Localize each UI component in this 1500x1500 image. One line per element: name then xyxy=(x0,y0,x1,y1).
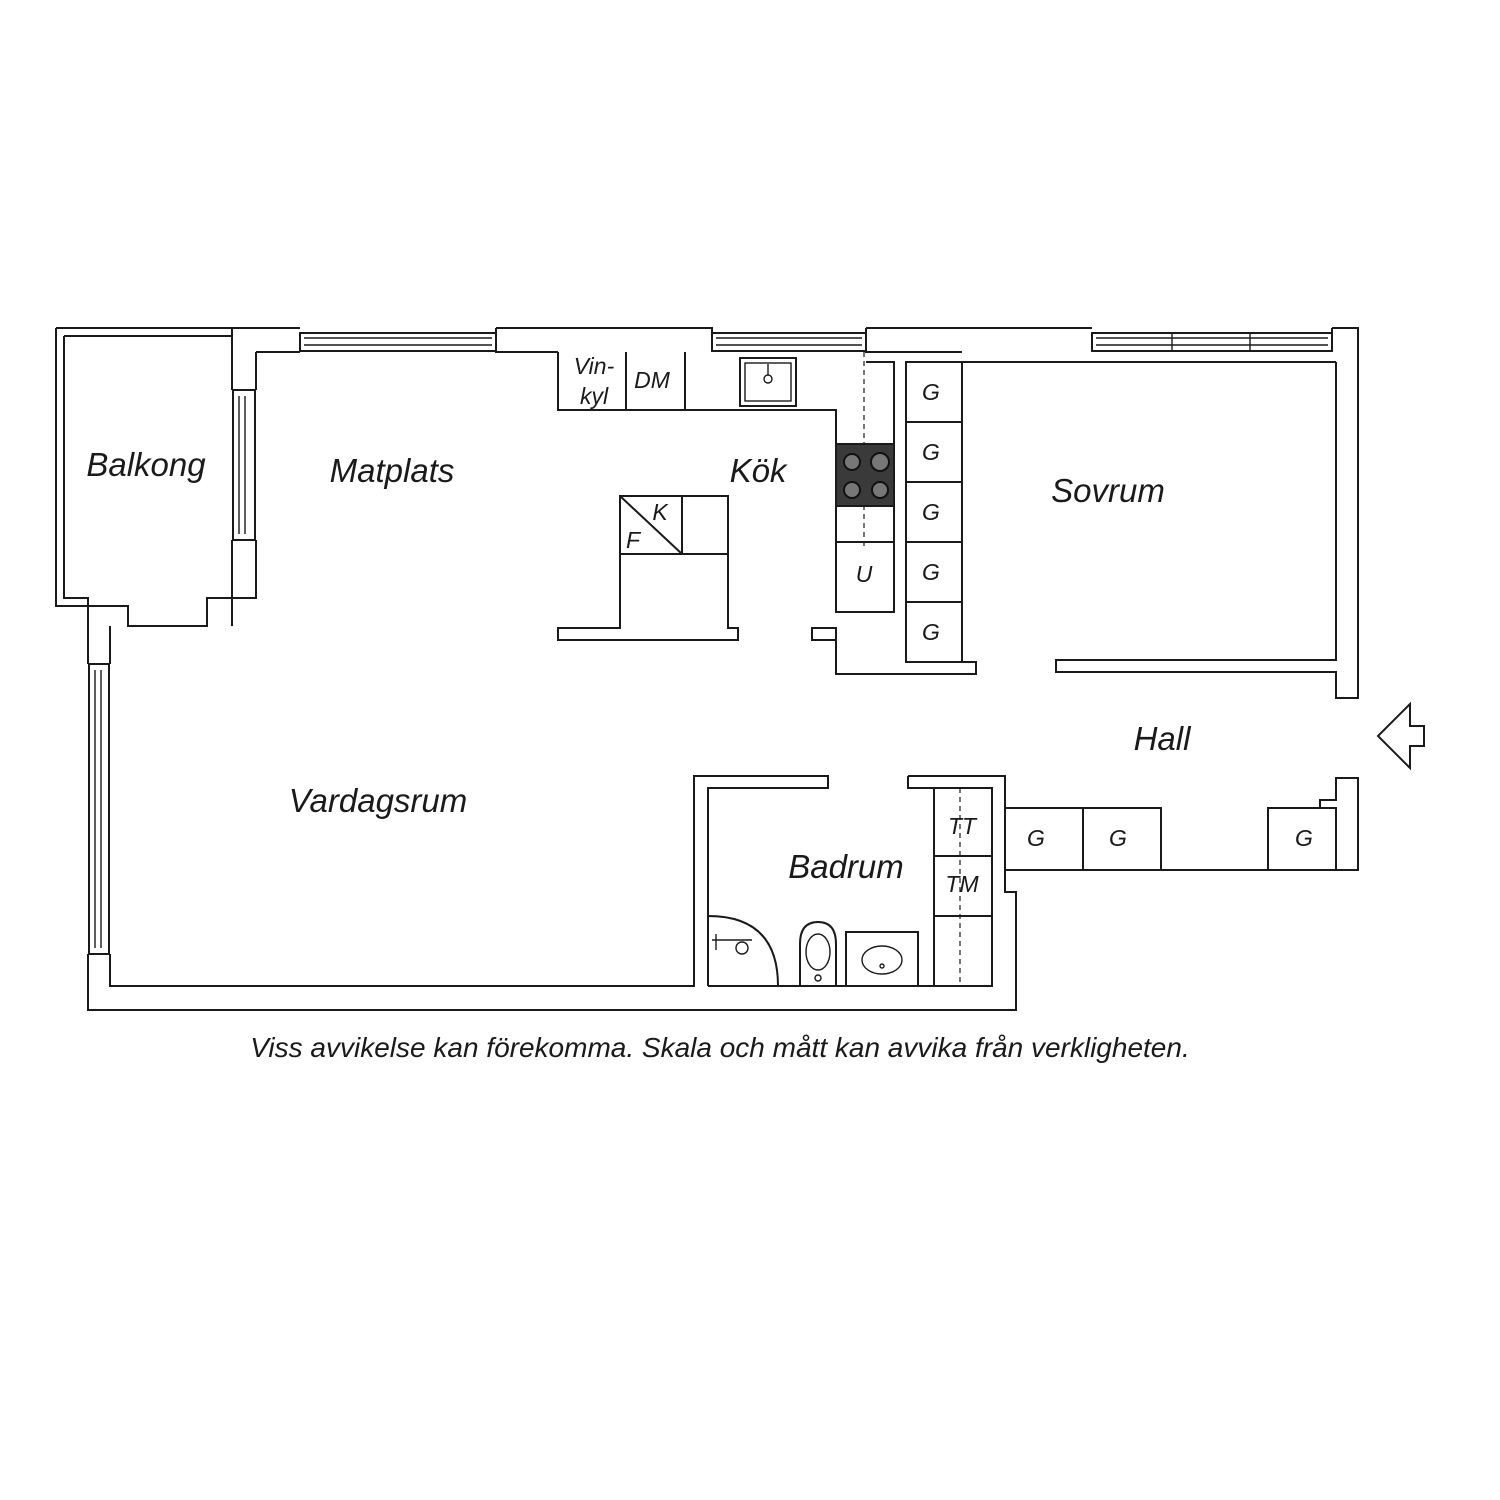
label-g: G xyxy=(922,439,940,465)
room-label-hall: Hall xyxy=(1134,720,1193,757)
label-g: G xyxy=(922,379,940,405)
laundry-column xyxy=(933,788,992,986)
label-vinkyl-1: Vin- xyxy=(574,353,615,379)
stove-icon xyxy=(835,443,895,507)
sink-icon xyxy=(739,357,797,407)
disclaimer-text: Viss avvikelse kan förekomma. Skala och … xyxy=(250,1032,1190,1063)
room-label-sovrum: Sovrum xyxy=(1051,472,1165,509)
hall-wardrobes xyxy=(1004,807,1337,871)
label-u: U xyxy=(856,561,873,587)
fridge-freezer-unit xyxy=(557,495,739,641)
label-tm: TM xyxy=(945,871,979,897)
label-g: G xyxy=(922,499,940,525)
room-label-badrum: Badrum xyxy=(788,848,904,885)
room-label-vardagsrum: Vardagsrum xyxy=(289,782,468,819)
label-vinkyl-2: kyl xyxy=(580,383,609,409)
label-g: G xyxy=(1027,825,1045,851)
washbasin-icon xyxy=(845,931,919,987)
toilet-icon xyxy=(799,920,837,986)
label-dm: DM xyxy=(634,367,671,393)
label-g: G xyxy=(1109,825,1127,851)
room-label-matplats: Matplats xyxy=(330,452,455,489)
room-label-balkong: Balkong xyxy=(86,446,206,483)
shower-icon xyxy=(707,915,779,987)
entrance-arrow-icon xyxy=(1376,701,1425,771)
label-g: G xyxy=(922,619,940,645)
label-tt: TT xyxy=(948,813,978,839)
label-g: G xyxy=(922,559,940,585)
kitchen-counter xyxy=(557,352,977,675)
windows xyxy=(88,332,1333,955)
room-label-kok: Kök xyxy=(730,452,788,489)
label-g: G xyxy=(1295,825,1313,851)
bedroom-wardrobes xyxy=(905,361,963,663)
label-k: K xyxy=(652,499,669,525)
label-f: F xyxy=(626,527,642,553)
